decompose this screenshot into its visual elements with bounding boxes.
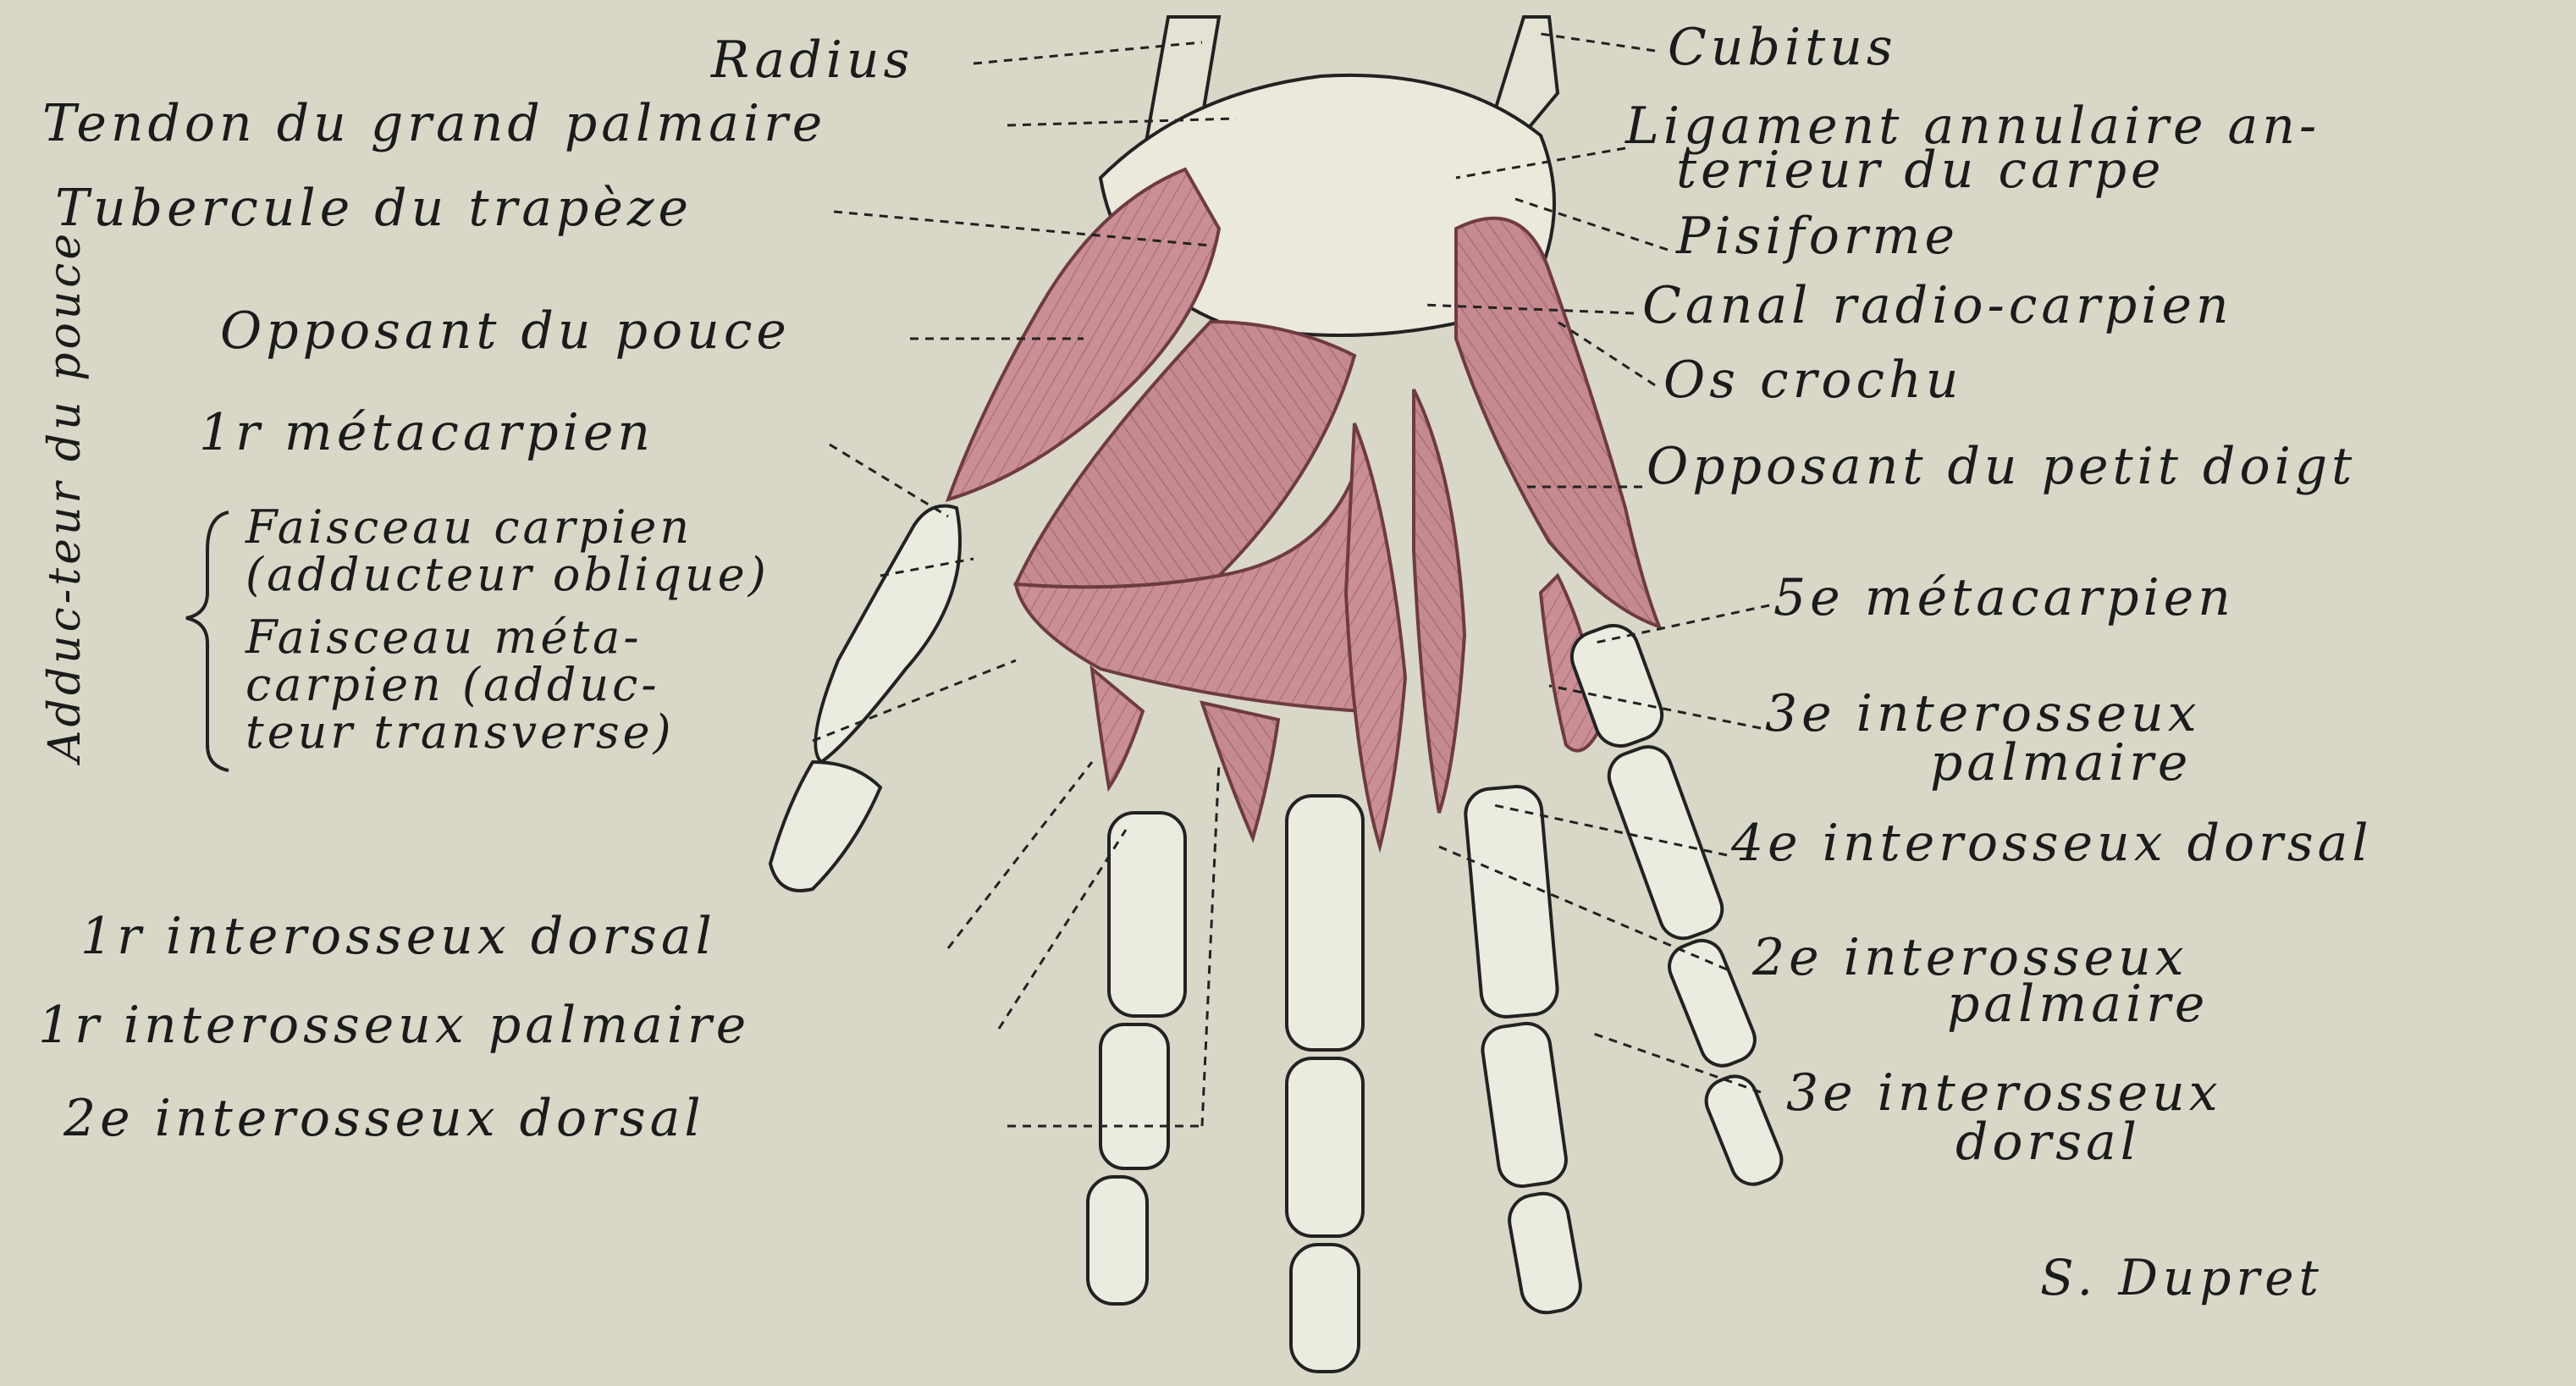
label-os-crochu: Os crochu bbox=[1663, 354, 1962, 406]
faisceau-meta-line3: teur transverse) bbox=[245, 709, 675, 756]
middle-distal bbox=[1291, 1245, 1359, 1372]
faisceau-meta-line1: Faisceau méta- bbox=[245, 614, 675, 661]
middle-proximal bbox=[1287, 796, 1363, 1050]
index-proximal bbox=[1109, 813, 1185, 1016]
label-troisieme-interosseux-palmaire-1: 3e interosseux bbox=[1765, 687, 2201, 740]
label-quatrieme-interosseux-dorsal: 4e interosseux dorsal bbox=[1731, 817, 2373, 870]
label-troisieme-interosseux-dorsal-1: 3e interosseux bbox=[1786, 1067, 2222, 1119]
label-adducteur-pouce: Adduc-teur du pouce bbox=[42, 230, 88, 762]
label-deuxieme-interosseux-dorsal: 2e interosseux dorsal bbox=[63, 1092, 705, 1145]
interosseux-3 bbox=[1346, 423, 1405, 847]
interosseux-1 bbox=[1092, 669, 1143, 787]
ring-proximal bbox=[1464, 785, 1559, 1019]
label-cubitus: Cubitus bbox=[1668, 21, 1897, 74]
label-premier-interosseux-dorsal: 1r interosseux dorsal bbox=[80, 910, 716, 963]
faisceau-carpien-line2: (adducteur oblique) bbox=[245, 551, 769, 599]
faisceau-carpien-line1: Faisceau carpien bbox=[245, 504, 769, 551]
ring-distal bbox=[1505, 1190, 1584, 1317]
label-faisceau-metacarpien: Faisceau méta- carpien (adduc- teur tran… bbox=[245, 614, 675, 756]
label-tendon-grand-palmaire: Tendon du grand palmaire bbox=[42, 97, 826, 150]
label-deuxieme-interosseux-palmaire-2: palmaire bbox=[1947, 978, 2209, 1030]
middle-middle bbox=[1287, 1058, 1363, 1236]
thumb-phalanx bbox=[770, 762, 880, 891]
label-troisieme-interosseux-palmaire-2: palmaire bbox=[1930, 737, 2192, 789]
label-premier-metacarpien: 1r métacarpien bbox=[199, 406, 654, 459]
label-ligament-annulaire-2: terieur du carpe bbox=[1676, 144, 2165, 196]
little-distal bbox=[1700, 1069, 1788, 1190]
label-opposant-pouce: Opposant du pouce bbox=[220, 305, 791, 357]
adducteur-brace bbox=[186, 512, 229, 770]
interosseux-4 bbox=[1414, 389, 1465, 813]
faisceau-meta-line2: carpien (adduc- bbox=[245, 661, 675, 709]
label-troisieme-interosseux-dorsal-2: dorsal bbox=[1955, 1116, 2141, 1168]
opposant-petit-doigt-muscle bbox=[1456, 218, 1659, 627]
label-canal-radio-carpien: Canal radio-carpien bbox=[1642, 279, 2233, 332]
label-radius: Radius bbox=[711, 34, 913, 86]
interosseux-2 bbox=[1202, 703, 1278, 838]
label-pisiforme: Pisiforme bbox=[1676, 210, 1959, 262]
index-middle bbox=[1100, 1024, 1168, 1168]
index-distal bbox=[1088, 1177, 1147, 1304]
little-middle bbox=[1663, 934, 1761, 1072]
ring-middle bbox=[1480, 1020, 1569, 1189]
signature: S. Dupret bbox=[2040, 1249, 2324, 1306]
label-premier-interosseux-palmaire: 1r interosseux palmaire bbox=[38, 999, 750, 1052]
label-faisceau-carpien: Faisceau carpien (adducteur oblique) bbox=[245, 504, 769, 599]
label-opposant-petit-doigt: Opposant du petit doigt bbox=[1647, 440, 2356, 493]
label-cinquieme-metacarpien: 5e métacarpien bbox=[1773, 572, 2235, 624]
thumb-metacarpal bbox=[815, 506, 960, 763]
label-tubercule-trapeze: Tubercule du trapèze bbox=[55, 182, 692, 235]
